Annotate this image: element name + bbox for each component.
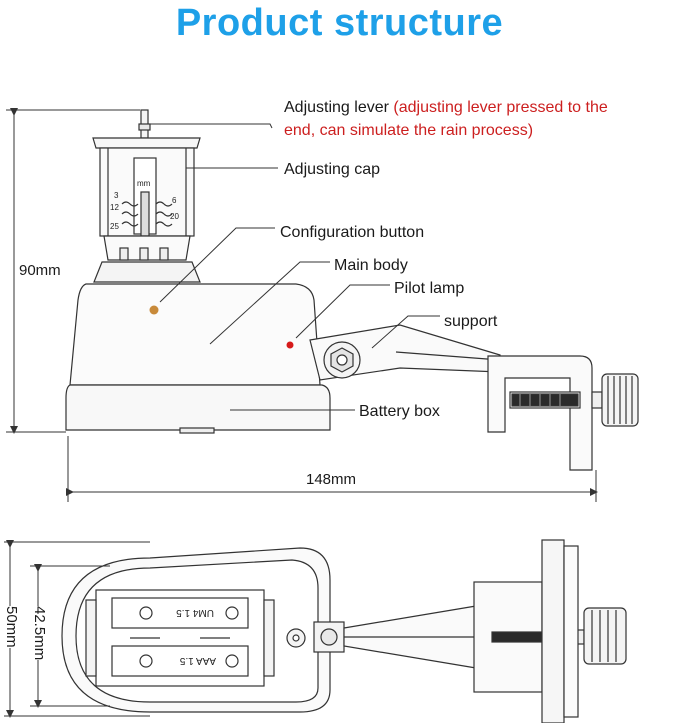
- label-adjusting-lever-text: Adjusting lever: [284, 99, 389, 116]
- main-body-shape: [69, 283, 321, 386]
- cap-neck: [93, 235, 201, 283]
- adjusting-cap: mm 3 12 25 6 20: [92, 137, 201, 237]
- label-main-body: Main body: [334, 257, 408, 274]
- label-adjusting-lever: Adjusting lever (adjusting lever pressed…: [284, 99, 608, 117]
- leader-lines: [150, 123, 440, 411]
- battery-box-shape: [65, 384, 331, 431]
- cap-scale-unit: mm: [137, 179, 151, 188]
- dimension-width: 148mm: [304, 471, 359, 488]
- side-view: mm 3 12 25 6 20: [65, 109, 639, 471]
- label-configuration-button: Configuration button: [280, 224, 425, 241]
- cap-tick-25: 25: [110, 222, 119, 231]
- clamp: [487, 355, 639, 471]
- top-view: UM4 1.5 AAA 1.5: [61, 539, 627, 723]
- battery-label-bottom: AAA 1.5: [179, 655, 216, 666]
- dimension-outer-height: 50mm: [3, 606, 20, 648]
- dimension-inner-height: 42.5mm: [31, 606, 48, 661]
- configuration-button-dot: [149, 305, 159, 315]
- label-support: support: [444, 313, 498, 330]
- label-pilot-lamp: Pilot lamp: [394, 280, 465, 297]
- label-adjusting-lever-note-2: end, can simulate the rain process): [284, 122, 534, 139]
- adjusting-lever-pin: [138, 109, 151, 139]
- dimension-height: 90mm: [18, 262, 62, 279]
- battery-label-top: UM4 1.5: [176, 607, 214, 618]
- pilot-lamp-dot: [286, 341, 294, 349]
- cap-tick-6: 6: [172, 196, 177, 205]
- label-adjusting-cap: Adjusting cap: [284, 161, 381, 178]
- cap-tick-20: 20: [170, 212, 179, 221]
- support-arm: [309, 324, 501, 381]
- cap-tick-3: 3: [114, 191, 119, 200]
- label-battery-box: Battery box: [359, 403, 440, 420]
- label-adjusting-lever-note-1: (adjusting lever pressed to the: [393, 99, 608, 116]
- side-dimensions: [6, 108, 598, 502]
- cap-tick-12: 12: [110, 203, 119, 212]
- page-title: Product structure: [175, 2, 504, 44]
